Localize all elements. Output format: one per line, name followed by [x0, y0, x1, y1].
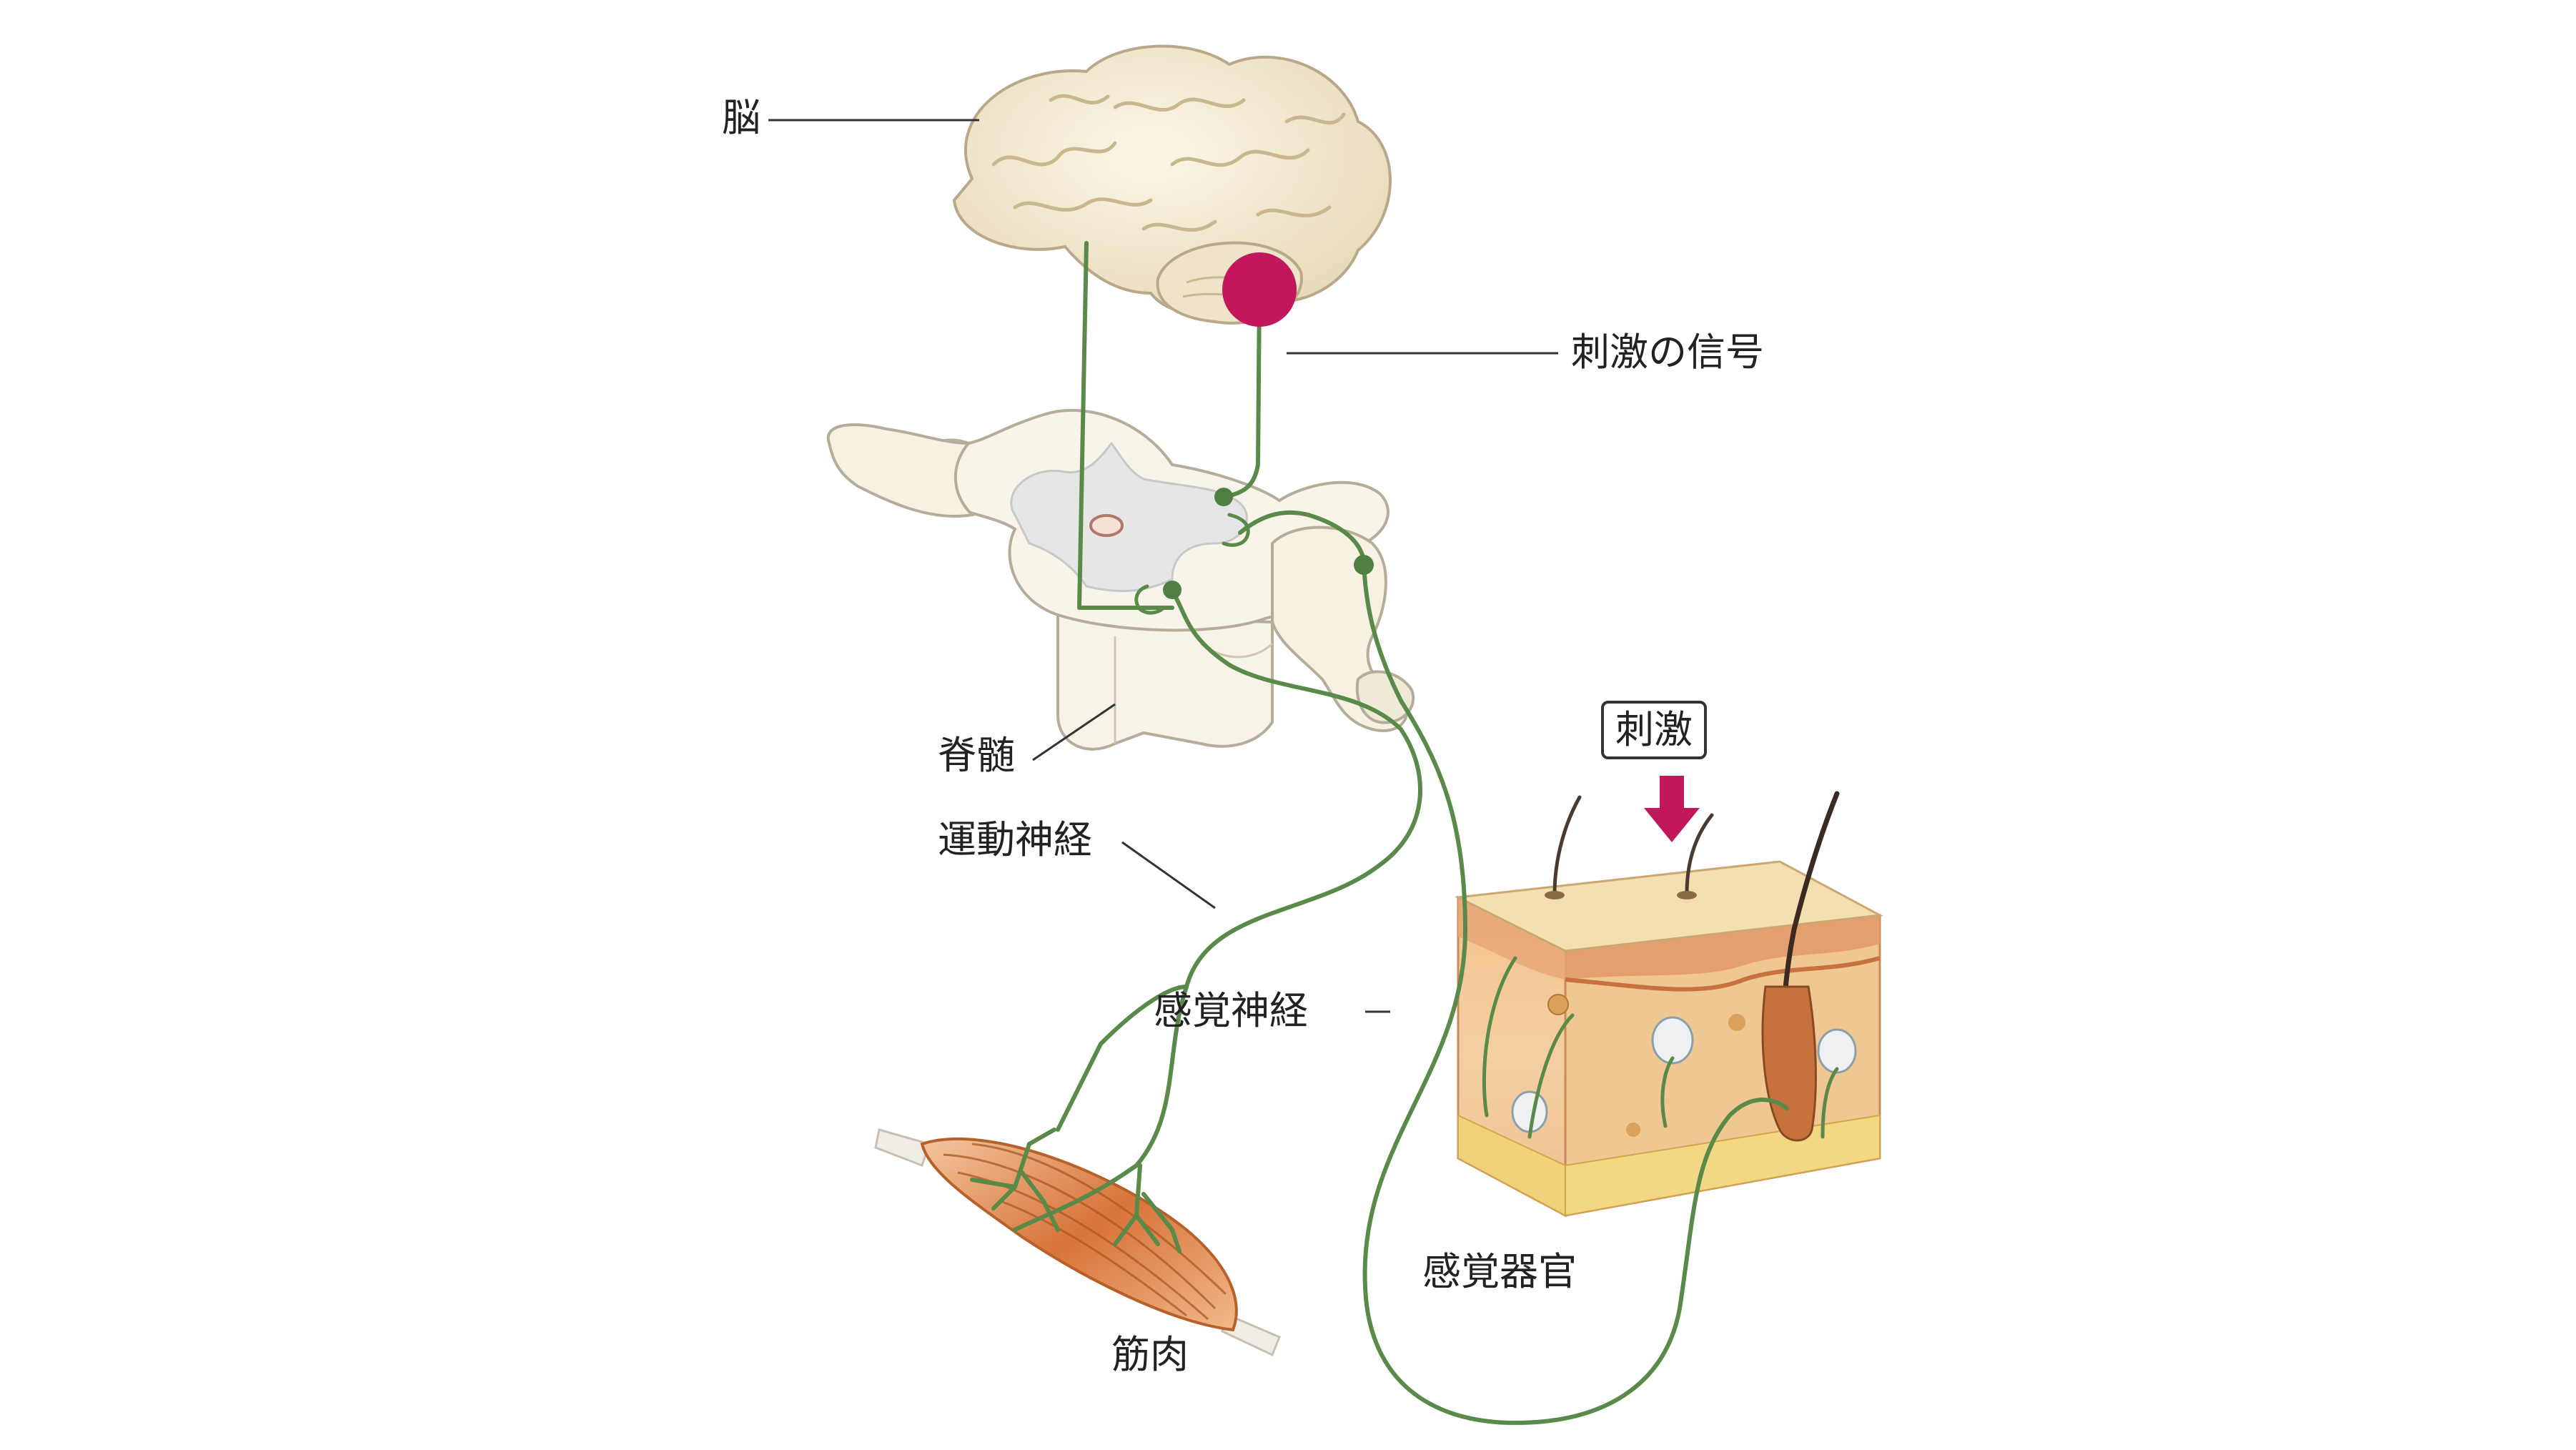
label-spinal-cord: 脊髄: [938, 733, 1015, 778]
skin-receptors: [1511, 994, 1857, 1137]
skin-block-illustration: [1454, 791, 1883, 1218]
label-brain: 脳: [722, 95, 761, 140]
brain-illustration: [952, 44, 1392, 325]
label-stimulus: 刺激: [1601, 701, 1707, 759]
label-muscle: 筋肉: [1111, 1332, 1189, 1377]
descending-pathway: [1077, 241, 1174, 610]
label-sensory-nerve: 感覚神経: [1154, 988, 1308, 1033]
motor-nerve-path: [1013, 591, 1423, 1232]
muscle-illustration: [874, 1128, 1281, 1357]
label-sense-organ: 感覚器官: [1422, 1249, 1577, 1294]
spinal-cord-illustration: [826, 408, 1415, 751]
label-motor-nerve: 運動神経: [938, 817, 1092, 862]
label-signal: 刺激の信号: [1571, 330, 1764, 375]
leader-lines: [768, 119, 1558, 1013]
synapse-dots: [1163, 488, 1374, 599]
stimulus-arrow-icon: [1644, 776, 1700, 842]
signal-point: [1222, 252, 1297, 327]
